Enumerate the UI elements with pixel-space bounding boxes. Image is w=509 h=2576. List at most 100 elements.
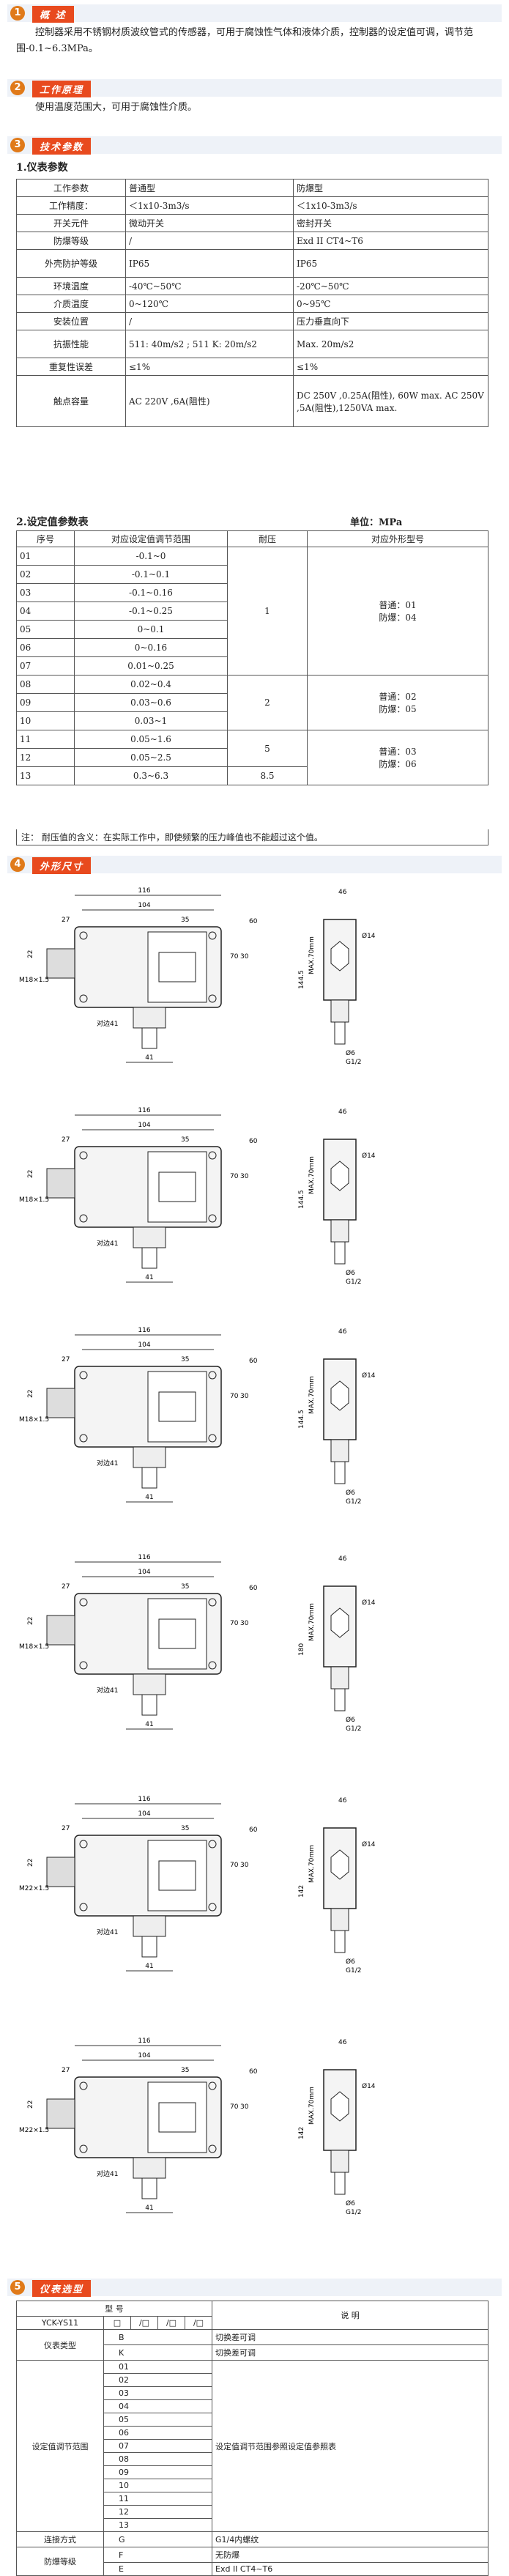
screw: [79, 2081, 88, 2090]
dim-label: 60: [249, 1585, 258, 1592]
dim-label: 104: [138, 1810, 150, 1818]
connector: [141, 1247, 157, 1269]
row-index: 01: [16, 547, 75, 566]
dim-label: MAX.70mm: [308, 1845, 316, 1883]
cable-gland: [46, 1615, 75, 1646]
principle-text: 使用温度范围大，可用于腐蚀性介质。: [35, 102, 198, 113]
dim-label: Ø14: [362, 1840, 376, 1848]
dim-label: 41: [145, 1494, 153, 1501]
dim-label: 104: [138, 902, 150, 909]
option-desc: 切换差可调: [212, 2329, 488, 2345]
param-name: 安装位置: [16, 312, 126, 330]
model-box: /□: [157, 2316, 185, 2330]
option-code: K: [103, 2344, 212, 2361]
hex-label: 对边41: [97, 1686, 118, 1695]
row-index: 11: [16, 730, 75, 749]
dim-label: 70: [230, 1393, 239, 1400]
dim-label: 180: [298, 1643, 305, 1656]
side-nut: [330, 2150, 349, 2173]
param-name: 触点容量: [16, 375, 126, 427]
screw: [208, 1434, 217, 1443]
window: [147, 1151, 207, 1223]
dim-label: Ø14: [362, 1152, 376, 1160]
screw: [208, 1598, 217, 1607]
dim-label: G1/2: [346, 1498, 361, 1506]
unit-label: 单位：MPa: [350, 517, 403, 528]
side-nut: [330, 1439, 349, 1462]
option-code: 04: [103, 2399, 212, 2413]
screw: [208, 1214, 217, 1223]
pressure-value: 2: [227, 675, 308, 730]
dim-label: 41: [145, 1054, 153, 1062]
option-desc: G1/4内螺纹: [212, 2531, 488, 2547]
dim-label: 104: [138, 1569, 150, 1576]
option-label: 设定值调节范围: [16, 2360, 104, 2532]
dim-label: 22: [27, 1170, 34, 1178]
model-code: 防爆：04: [379, 612, 417, 623]
dim-label: 142: [298, 2127, 305, 2139]
row-index: 03: [16, 583, 75, 602]
screw: [208, 1661, 217, 1670]
cable-gland: [46, 2098, 75, 2129]
dim-label: 27: [62, 1825, 70, 1832]
dim-label: Ø14: [362, 1372, 376, 1380]
param-standard: 微动开关: [125, 214, 294, 232]
set-range: 0.05~2.5: [74, 748, 228, 767]
hex-nut: [133, 1673, 166, 1695]
connector: [141, 1936, 157, 1958]
dim-label: 41: [145, 2205, 153, 2212]
thread-label: M22×1.5: [19, 2127, 49, 2134]
dim-label: 116: [138, 1554, 150, 1561]
param-name: 工作参数: [16, 179, 126, 197]
screw: [79, 1840, 88, 1848]
param-name: 工作精度：: [16, 196, 126, 215]
dim-label: Ø6: [346, 1958, 355, 1966]
set-range: 0~0.16: [74, 638, 228, 657]
side-nut: [330, 1908, 349, 1931]
param-standard: AC 220V ,6A(阻性): [125, 375, 294, 427]
param-explosionproof: ≤1%: [293, 358, 488, 376]
pressure-value: 8.5: [227, 766, 308, 785]
section-number: 2: [10, 81, 25, 95]
model-code: 防爆：05: [379, 704, 417, 714]
dim-label: 116: [138, 1107, 150, 1114]
section-number: 1: [10, 6, 25, 21]
col-header: 对应外形型号: [307, 530, 488, 547]
dim-label: 60: [249, 1358, 258, 1365]
param-explosionproof: DC 250V ,0.25A(阻性), 60W max. AC 250V ,5A…: [293, 375, 488, 427]
dim-label: 70: [230, 953, 239, 961]
option-code: 05: [103, 2413, 212, 2427]
scale-window: [158, 952, 196, 982]
pressure-note: 注： 耐压值的含义：在实际工作中，即使频繁的压力峰值也不能超过这个值。: [16, 829, 488, 845]
param-standard: 普通型: [125, 179, 294, 197]
option-code: 02: [103, 2373, 212, 2387]
param-name: 环境温度: [16, 277, 126, 295]
row-index: 12: [16, 748, 75, 767]
table-row: 工作精度：＜1x10-3m3/s＜1x10-3m3/s: [16, 196, 488, 215]
dim-label: G1/2: [346, 1725, 361, 1733]
table-row: YCK-YS11□/□/□/□: [16, 2316, 488, 2330]
option-label: 仪表类型: [16, 2329, 104, 2361]
row-index: 13: [16, 766, 75, 785]
dim-label: 70: [230, 1862, 239, 1869]
section-header-tech: 3 技术参数: [7, 136, 502, 155]
dim-label: 104: [138, 2052, 150, 2059]
param-explosionproof: 0~95℃: [293, 295, 488, 313]
side-hex: [330, 1380, 349, 1411]
dim-label: 27: [62, 2067, 70, 2074]
param-name: 介质温度: [16, 295, 126, 313]
screw: [79, 1371, 88, 1380]
section-header-dimensions: 4 外形尺寸: [7, 856, 502, 874]
param-explosionproof: 密封开关: [293, 214, 488, 232]
dim-label: 27: [62, 1136, 70, 1144]
row-index: 07: [16, 656, 75, 676]
